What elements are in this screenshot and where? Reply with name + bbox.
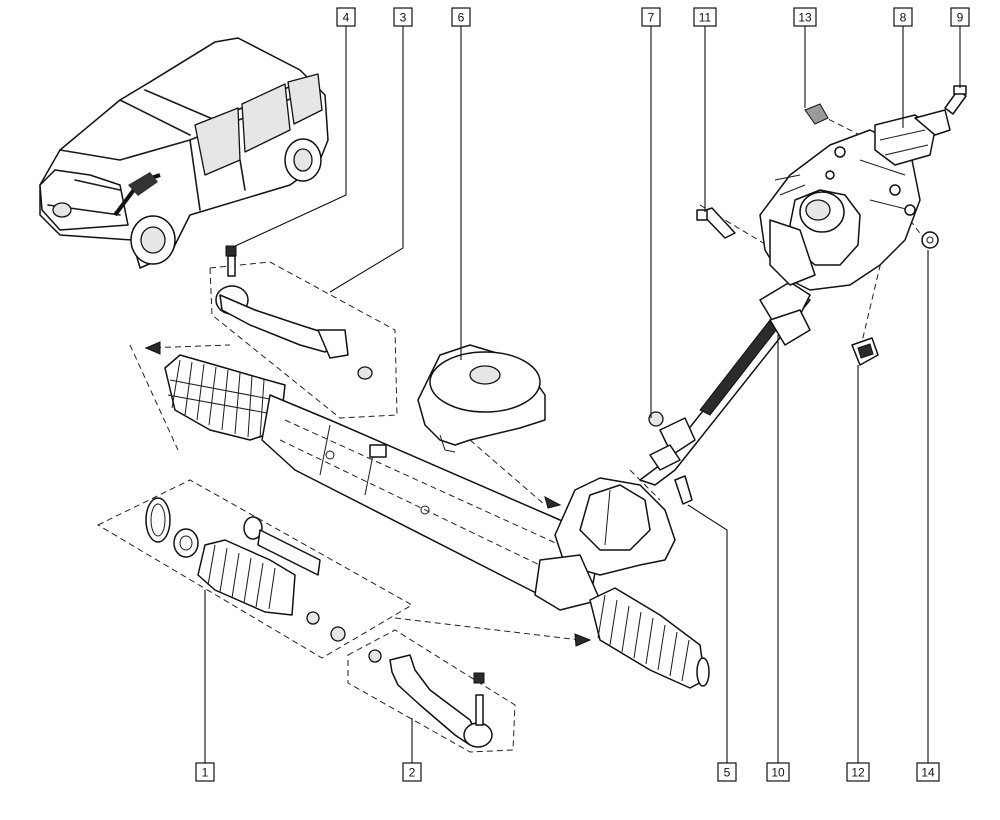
svg-text:12: 12 <box>851 766 865 780</box>
svg-text:1: 1 <box>202 766 209 780</box>
steering-rack-boot-right <box>589 587 710 689</box>
svg-text:5: 5 <box>724 766 731 780</box>
vehicle-location-illustration <box>39 37 329 269</box>
callout-14: 14 <box>916 762 940 782</box>
svg-text:6: 6 <box>458 11 465 25</box>
steering-rack-boot-left <box>164 354 286 441</box>
svg-text:10: 10 <box>771 766 785 780</box>
callout-1: 1 <box>195 762 215 782</box>
callout-3: 3 <box>393 7 413 27</box>
svg-text:13: 13 <box>798 11 812 25</box>
callout-7: 7 <box>641 7 661 27</box>
boot-kit-parts <box>145 497 346 642</box>
svg-text:9: 9 <box>957 11 964 25</box>
svg-text:7: 7 <box>648 11 655 25</box>
column-seal-cover <box>417 344 546 453</box>
callout-12: 12 <box>846 762 870 782</box>
callout-11: 11 <box>693 7 717 27</box>
callout-5: 5 <box>717 762 737 782</box>
callout-4: 4 <box>336 7 356 27</box>
svg-text:14: 14 <box>921 766 935 780</box>
intermediate-steering-shaft <box>639 281 811 505</box>
svg-text:8: 8 <box>900 11 907 25</box>
callout-leader-lines <box>204 26 961 763</box>
svg-text:2: 2 <box>409 766 416 780</box>
svg-text:11: 11 <box>699 11 712 25</box>
callout-6: 6 <box>451 7 471 27</box>
callout-13: 13 <box>793 7 817 27</box>
electric-power-steering-column <box>696 85 967 366</box>
callout-2: 2 <box>402 762 422 782</box>
tie-rod-end-lower <box>368 649 493 748</box>
callout-9: 9 <box>950 7 970 27</box>
direction-arrows <box>144 132 880 647</box>
svg-text:3: 3 <box>400 11 407 25</box>
steering-gear-housing <box>534 477 676 611</box>
callout-10: 10 <box>766 762 790 782</box>
svg-text:4: 4 <box>343 11 350 25</box>
callout-8: 8 <box>893 7 913 27</box>
tie-rod-end-upper <box>215 245 373 380</box>
